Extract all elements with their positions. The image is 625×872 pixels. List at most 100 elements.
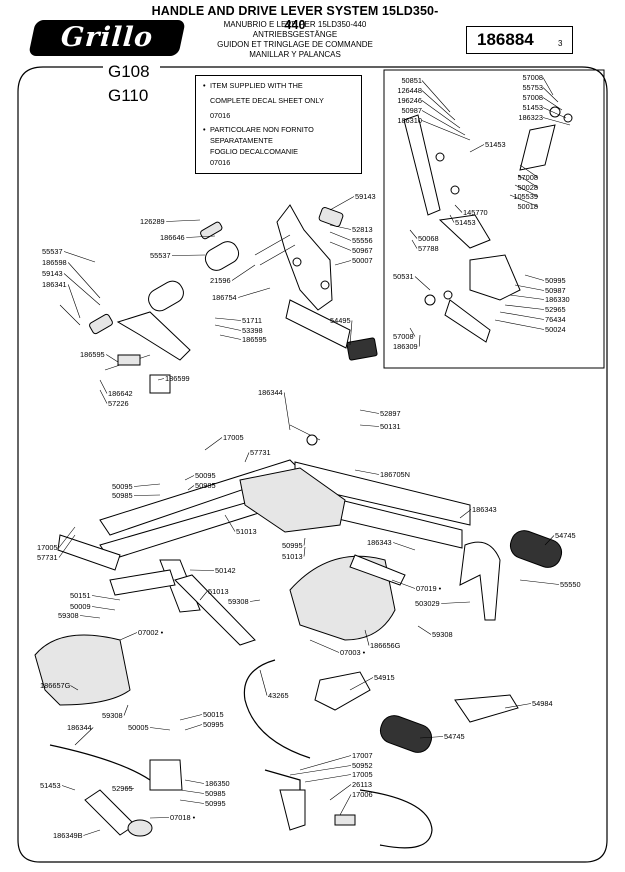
subtitle-es: MANILLAR Y PALANCAS xyxy=(249,50,341,59)
part-number-label: 54984 xyxy=(532,699,553,708)
leader-line xyxy=(184,779,205,784)
part-number-label: 126448 xyxy=(397,86,422,95)
part-number-label: 50151 xyxy=(70,591,91,600)
leader-line xyxy=(359,424,380,427)
part-number-label: 55556 xyxy=(352,236,373,245)
part-number-label: 17005 xyxy=(352,770,373,779)
leader-line xyxy=(469,144,485,153)
part-number-label: 50015 xyxy=(203,710,224,719)
leader-line xyxy=(441,601,471,604)
part-number-label: 17005 xyxy=(223,433,244,442)
part-number-label: 186705N xyxy=(380,470,410,479)
part-number-label: 50985 xyxy=(112,491,133,500)
leader-line xyxy=(334,260,352,266)
leader-line xyxy=(418,334,421,347)
part-number-label: 43265 xyxy=(268,691,289,700)
part-number-label: 55537 xyxy=(150,251,171,260)
leader-line xyxy=(289,765,352,776)
leader-line xyxy=(364,629,370,646)
leader-line xyxy=(421,110,466,136)
leader-line xyxy=(179,789,205,794)
part-number-label: 50987 xyxy=(545,286,566,295)
note-line: 07016 xyxy=(210,111,231,120)
part-number-label: 07003 • xyxy=(340,648,366,657)
part-number-label: 50005 xyxy=(128,723,149,732)
leader-line xyxy=(244,452,250,463)
leader-line xyxy=(70,685,79,691)
leader-line xyxy=(524,274,545,281)
part-number-label: 186656G xyxy=(370,641,401,650)
leader-line xyxy=(349,320,353,346)
left-lever-assembly xyxy=(59,280,191,394)
part-number-label: 50068 xyxy=(418,234,439,243)
part-number-label: 50142 xyxy=(215,566,236,575)
leader-line xyxy=(359,409,380,414)
inset-lever-parts xyxy=(403,106,573,343)
leader-line xyxy=(504,304,545,310)
leader-line xyxy=(517,174,539,188)
leader-line xyxy=(214,317,242,321)
leader-line xyxy=(231,264,256,281)
part-number-label: 57008 xyxy=(522,73,543,82)
part-number-label: 186642 xyxy=(108,389,133,398)
drawing-code: 186884 xyxy=(477,30,534,49)
part-number-label: 54745 xyxy=(444,732,465,741)
leader-line xyxy=(421,90,456,121)
part-number-label: 54915 xyxy=(374,673,395,682)
part-number-label: 26113 xyxy=(352,780,372,789)
leader-line xyxy=(519,164,539,178)
handle-frame xyxy=(57,424,471,646)
leader-line xyxy=(303,546,306,557)
part-number-label: 126289 xyxy=(140,217,165,226)
part-number-label: 52897 xyxy=(380,409,401,418)
part-number-label: 145770 xyxy=(463,208,488,217)
covers xyxy=(34,554,406,706)
part-number-label: 503029 xyxy=(415,599,440,608)
part-number-label: 105539 xyxy=(513,192,538,201)
part-number-label: 53398 xyxy=(242,326,263,335)
brake-bracket xyxy=(84,759,356,837)
leader-line xyxy=(514,284,545,291)
part-number-label: 55753 xyxy=(522,83,543,92)
leader-line xyxy=(354,469,380,475)
subtitle-fr: GUIDON ET TRINGLAGE DE COMMANDE xyxy=(217,40,373,49)
part-number-label: 59308 xyxy=(228,597,249,606)
note-italian: • PARTICOLARE NON FORNITO SEPARATAMENTE … xyxy=(203,124,314,168)
leader-line xyxy=(123,704,129,716)
leader-line xyxy=(393,542,416,551)
leader-line xyxy=(304,774,352,783)
part-number-label: 50851 xyxy=(401,76,422,85)
leader-line xyxy=(91,595,121,601)
note-line: PARTICOLARE NON FORNITO xyxy=(210,125,314,134)
part-labels: 5914352813555565096750007126289186646555… xyxy=(37,73,581,840)
leader-line xyxy=(542,97,563,111)
leader-line xyxy=(509,194,539,207)
leader-line xyxy=(204,437,223,451)
leader-line xyxy=(219,334,242,340)
leader-line xyxy=(187,485,195,491)
leader-line xyxy=(99,379,108,394)
leader-line xyxy=(189,569,215,571)
leader-line xyxy=(149,817,170,819)
part-number-label: 17005 xyxy=(37,543,58,552)
drawing-code-box: 186884 3 xyxy=(466,26,573,54)
part-number-label: 186343 xyxy=(367,538,392,547)
leader-line xyxy=(61,785,76,791)
leader-line xyxy=(421,120,471,141)
part-number-label: 186646 xyxy=(160,233,185,242)
part-number-label: 51453 xyxy=(455,218,476,227)
leader-line xyxy=(504,703,532,709)
drive-lever-assembly xyxy=(200,204,378,361)
part-number-label: 57008 xyxy=(393,332,414,341)
leader-line xyxy=(124,787,135,789)
page-title: HANDLE AND DRIVE LEVER SYSTEM 15LD350-44… xyxy=(151,4,439,32)
part-number-label: 51711 xyxy=(242,316,262,325)
leader-line xyxy=(329,196,355,211)
part-number-label: 57731 xyxy=(250,448,271,457)
leader-line xyxy=(494,319,545,330)
model-g110: G110 xyxy=(108,86,149,105)
leader-line xyxy=(349,677,374,691)
notes-box: • ITEM SUPPLIED WITH THE COMPLETE DECAL … xyxy=(195,75,362,174)
part-number-label: 51453 xyxy=(485,140,506,149)
leader-line xyxy=(171,254,206,256)
